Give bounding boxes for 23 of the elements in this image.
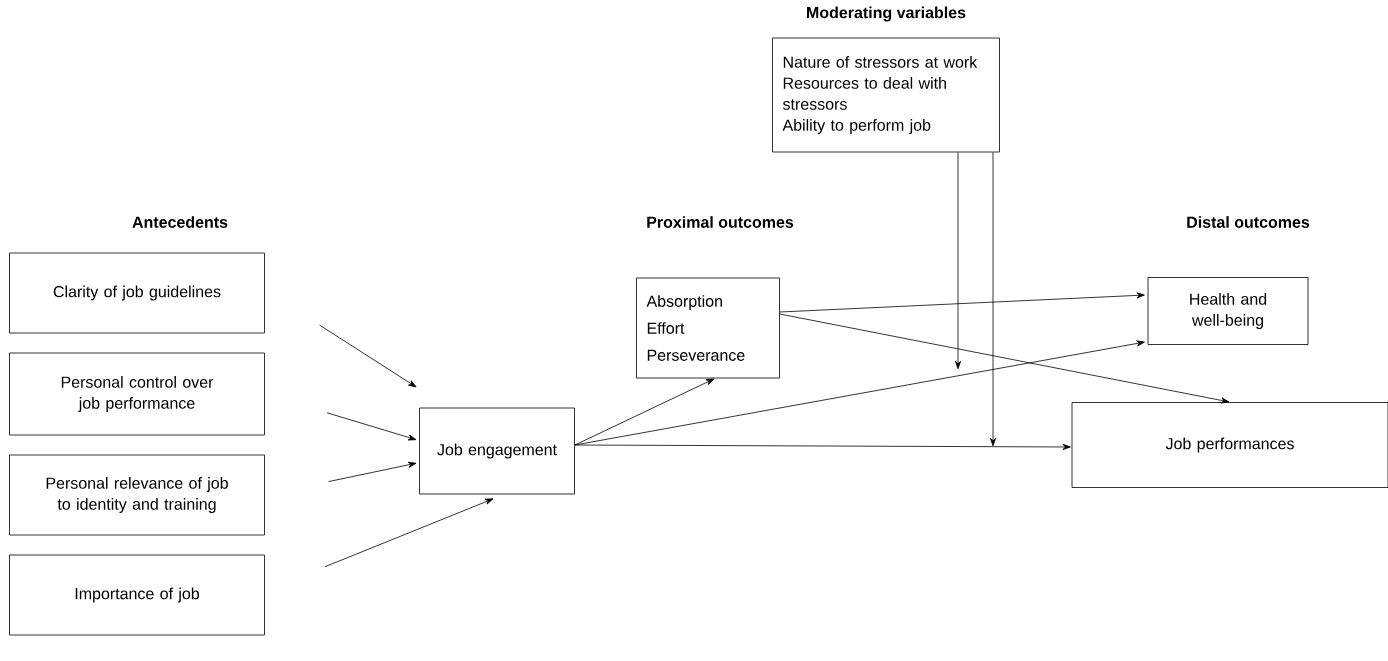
text-box: Job engagement	[419, 407, 575, 495]
arrow	[328, 461, 417, 483]
group-heading: Proximal outcomes	[647, 216, 794, 228]
group-heading: Distal outcomes	[1187, 216, 1310, 228]
text-box: Clarity of job guidelines	[9, 252, 265, 334]
arrow	[319, 324, 417, 388]
arrow	[779, 292, 1145, 313]
text-box: Importance of job	[9, 554, 265, 636]
arrow	[990, 152, 997, 447]
text-box: Absorption Effort Perseverance	[636, 277, 780, 379]
arrow	[324, 498, 494, 568]
arrow	[779, 313, 1230, 404]
text-box: Job performances	[1071, 402, 1388, 488]
text-box: Nature of stressors at work Resources to deal with stressors Ability to perform job	[772, 37, 1000, 153]
arrow	[574, 378, 715, 446]
text-box: Personal control over job performance	[9, 352, 265, 436]
group-heading: Antecedents	[132, 216, 228, 228]
text-box: Personal relevance of job to identity and training	[9, 454, 265, 536]
arrow	[955, 152, 962, 370]
text-box: Health and well-being	[1147, 277, 1309, 345]
arrow	[574, 443, 1071, 450]
arrow	[326, 412, 417, 441]
group-heading: Moderating variables	[807, 6, 966, 22]
